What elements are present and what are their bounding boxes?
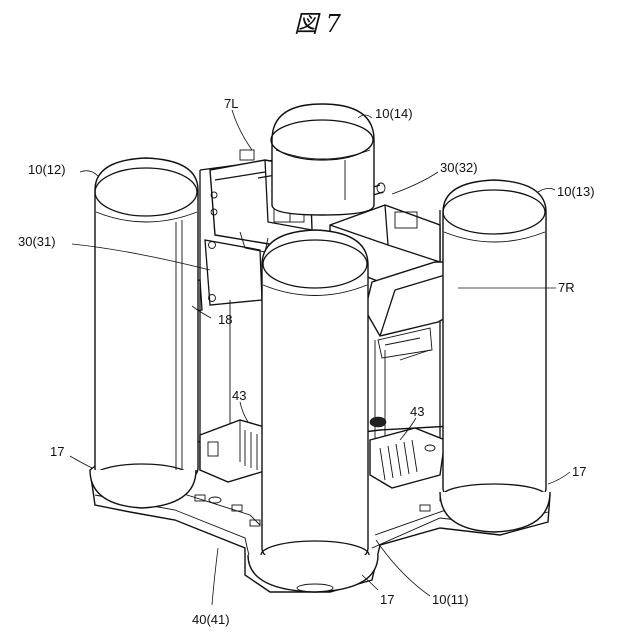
label-10-13: 10(13) xyxy=(557,184,595,199)
label-7L: 7L xyxy=(224,96,238,111)
label-30-32: 30(32) xyxy=(440,160,478,175)
tank-10-11 xyxy=(248,230,378,592)
label-40-41: 40(41) xyxy=(192,612,230,627)
label-7R: 7R xyxy=(558,280,575,295)
label-30-31: 30(31) xyxy=(18,234,56,249)
label-18: 18 xyxy=(218,312,232,327)
label-17-left: 17 xyxy=(50,444,64,459)
label-10-12: 10(12) xyxy=(28,162,66,177)
label-17-bottom: 17 xyxy=(380,592,394,607)
fin-block-43-left xyxy=(200,420,268,482)
label-43-right: 43 xyxy=(410,404,424,419)
tank-10-12 xyxy=(92,158,198,492)
tank-10-14 xyxy=(271,104,374,215)
label-10-11: 10(11) xyxy=(432,592,469,607)
figure-title: 図 7 xyxy=(294,10,342,38)
label-17-right: 17 xyxy=(572,464,586,479)
label-10-14: 10(14) xyxy=(375,106,413,121)
label-43-left: 43 xyxy=(232,388,246,403)
tank-10-13 xyxy=(442,180,546,508)
